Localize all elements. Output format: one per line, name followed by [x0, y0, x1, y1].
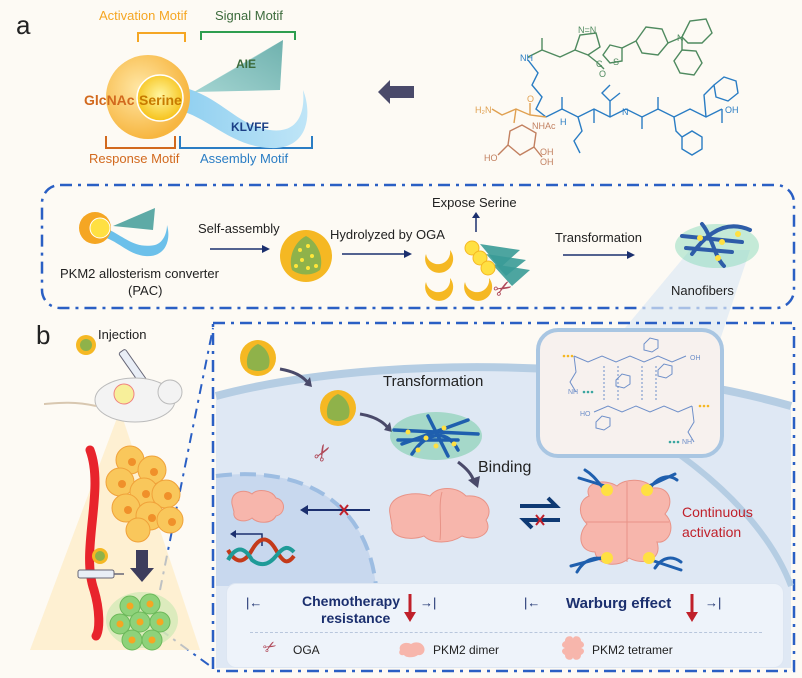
arrow-right-icon — [210, 245, 270, 253]
hydrolyzed-products-icon — [425, 240, 530, 301]
bracket-right-icon-1: →| — [420, 595, 437, 610]
serine-sphere — [136, 74, 184, 122]
molecule-label-oh-2: OH — [540, 157, 554, 167]
hydrolyzed-label: Hydrolyzed by OGA — [330, 227, 445, 242]
arrow-right-icon-2 — [342, 250, 412, 258]
decrease-arrow-icon-1 — [404, 594, 416, 622]
mouse-tumor-illustration — [30, 335, 200, 651]
injection-label: Injection — [98, 327, 147, 342]
inset-label-oh: OH — [690, 355, 701, 362]
molecule-label-oh-1: OH — [540, 147, 554, 157]
panel-label-b: b — [36, 320, 51, 350]
response-bracket — [105, 136, 176, 149]
panel-label-a: a — [16, 10, 31, 40]
warburg-label: Warburg effect — [566, 595, 672, 612]
molecule-label-n: N — [677, 33, 684, 43]
klvff-label: KLVFF — [231, 120, 269, 134]
molecule-label-nhac: NHAc — [532, 121, 556, 131]
pkm2-dimer-cytoplasm — [389, 488, 490, 543]
self-assembly-label: Self-assembly — [198, 221, 280, 236]
panel-b-frame — [211, 321, 796, 673]
transformation-label-cell: Transformation — [383, 373, 484, 390]
inset-label-nh-2: NH — [682, 439, 692, 446]
glcnac-label: GlcNAc — [84, 92, 135, 108]
inset-label-ho: HO — [580, 411, 591, 418]
molecule-label-nn: N=N — [578, 25, 596, 35]
process-frame — [40, 183, 796, 310]
pac-icon — [79, 208, 169, 257]
continuous-label-line1: Continuous — [682, 504, 753, 520]
bracket-left-icon-2: |← — [524, 595, 541, 610]
signal-motif-label: Signal Motif — [215, 8, 283, 23]
legend-divider — [250, 632, 762, 633]
pac-molecule-structure: H₂N O NHAc HO OH OH NH N=N N S C O OH H … — [475, 18, 739, 167]
expose-serine-label: Expose Serine — [432, 195, 517, 210]
molecule-label-h2n: H₂N — [475, 105, 492, 115]
blocked-arrow-icon — [300, 504, 370, 516]
decrease-arrow-icon-2 — [686, 594, 698, 622]
equilibrium-arrows-icon — [519, 496, 561, 530]
nanofibers-icon — [675, 222, 759, 268]
binding-label: Binding — [478, 459, 532, 476]
bracket-left-icon-1: |← — [246, 595, 263, 610]
nanofiber-mesh-icon — [390, 412, 482, 460]
signal-bracket — [200, 31, 296, 40]
curved-arrow-icon-2 — [359, 412, 392, 432]
continuous-label-line2: activation — [682, 524, 742, 540]
transformation-label-top: Transformation — [555, 230, 642, 245]
pac-label-line2: (PAC) — [128, 283, 163, 298]
molecule-label-c: C — [596, 59, 603, 69]
chemo-label-line2: resistance — [321, 610, 391, 626]
legend-tetramer-label: PKM2 tetramer — [592, 643, 673, 657]
response-motif-label: Response Motif — [89, 151, 180, 166]
motif-diagram — [105, 31, 313, 149]
arrow-right-icon-3 — [563, 251, 635, 259]
pkm2-dimer-legend-icon — [399, 642, 425, 658]
molecule-label-h: H — [560, 117, 567, 127]
molecule-label-s: S — [613, 57, 619, 67]
nanoparticle-icon — [280, 230, 332, 282]
assembly-bracket — [179, 136, 313, 149]
pkm2-tetramer-bound — [569, 468, 683, 574]
legend-dimer-label: PKM2 dimer — [433, 643, 500, 657]
nanoparticle-icon-cell-2 — [320, 390, 356, 426]
arrow-up-icon — [472, 212, 480, 232]
legend-oga-label: OGA — [293, 643, 320, 657]
molecule-label-oh-3: OH — [725, 105, 739, 115]
nanofibers-label: Nanofibers — [671, 283, 734, 298]
activation-bracket — [137, 32, 186, 42]
klvff-tail — [178, 86, 308, 149]
aie-label: AIE — [236, 57, 257, 71]
molecule-label-nh: NH — [520, 53, 533, 63]
molecule-label-o2: O — [599, 69, 606, 79]
molecule-label-o: O — [527, 94, 534, 104]
curved-arrow-icon-1 — [279, 367, 312, 387]
molecule-label-ho: HO — [484, 153, 498, 163]
assembly-motif-label: Assembly Motif — [200, 151, 289, 166]
activation-motif-label: Activation Motif — [99, 8, 188, 23]
curved-arrow-icon-3 — [457, 460, 480, 488]
serine-label: Serine — [139, 92, 182, 108]
dna-icon — [226, 530, 296, 567]
pkm2-tetramer-legend-icon — [562, 636, 584, 660]
pkm2-dimer-nucleus — [231, 490, 284, 523]
nanoparticle-icon-cell-1 — [240, 340, 276, 376]
left-arrow-icon — [378, 80, 414, 104]
bracket-right-icon-2: →| — [705, 595, 722, 610]
inset-label-nh-1: NH — [568, 389, 578, 396]
pac-label-line1: PKM2 allosterism converter — [60, 266, 219, 281]
chemo-label-line1: Chemotherapy — [302, 593, 401, 609]
molecule-label-n2: N — [622, 107, 629, 117]
hydrogen-bond-inset: OH HO NH NH — [536, 328, 724, 458]
